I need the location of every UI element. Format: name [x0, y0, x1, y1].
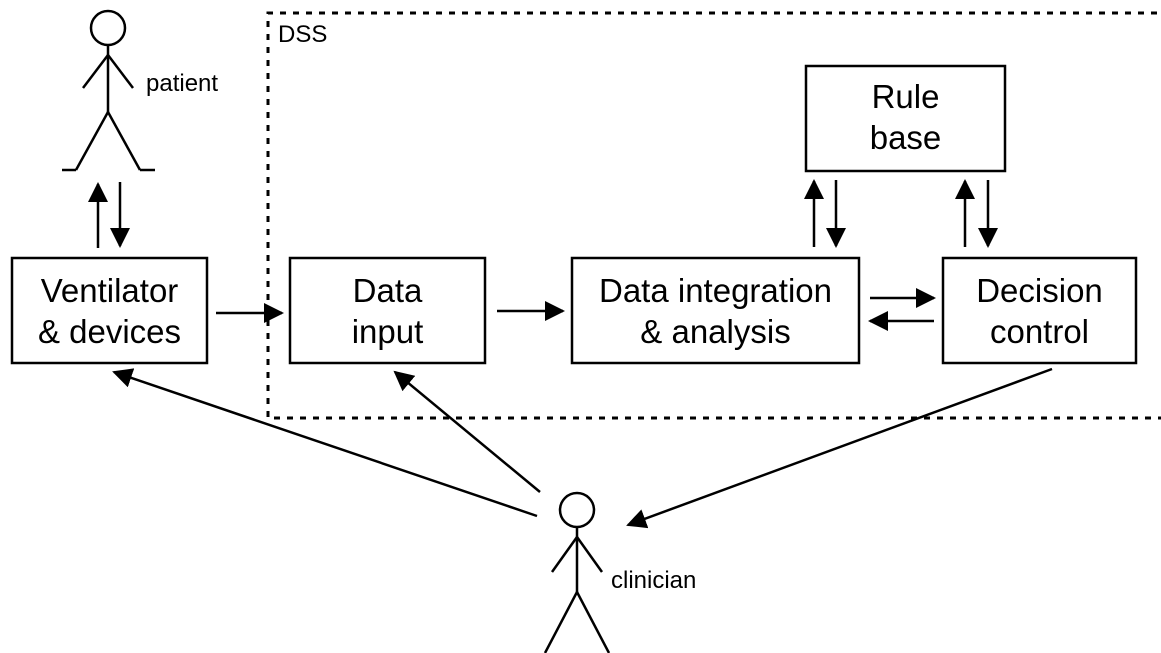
decision-control-box: [941, 256, 1138, 365]
arrow-clinician-to-ventilator: [112, 368, 538, 518]
arrow-clinician-to-data-input: [393, 370, 541, 493]
data-integration-label-line2: & analysis: [640, 313, 790, 350]
clinician-figure: [543, 491, 611, 653]
data-input-label-line2: input: [352, 313, 424, 350]
decision-control-label-line1: Decision: [976, 272, 1103, 309]
rule-base-box: [804, 64, 1007, 173]
ventilator-box: [10, 256, 209, 365]
dss-boundary: [266, 11, 1161, 420]
data-integration-box: [570, 256, 861, 365]
patient-figure: [62, 9, 155, 172]
ventilator-label-line1: Ventilator: [41, 272, 179, 309]
patient-label: patient: [146, 70, 218, 97]
clinician-label: clinician: [611, 567, 696, 594]
data-integration-label-line1: Data integration: [599, 272, 832, 309]
rule-base-label-line2: base: [870, 119, 942, 156]
ventilator-label-line2: & devices: [38, 313, 181, 350]
data-input-label-line1: Data: [353, 272, 423, 309]
decision-control-label-line2: control: [990, 313, 1089, 350]
rule-base-label-line1: Rule: [872, 78, 940, 115]
arrow-decision-to-clinician: [626, 367, 1053, 529]
data-input-box: [288, 256, 487, 365]
dss-label: DSS: [278, 21, 327, 48]
